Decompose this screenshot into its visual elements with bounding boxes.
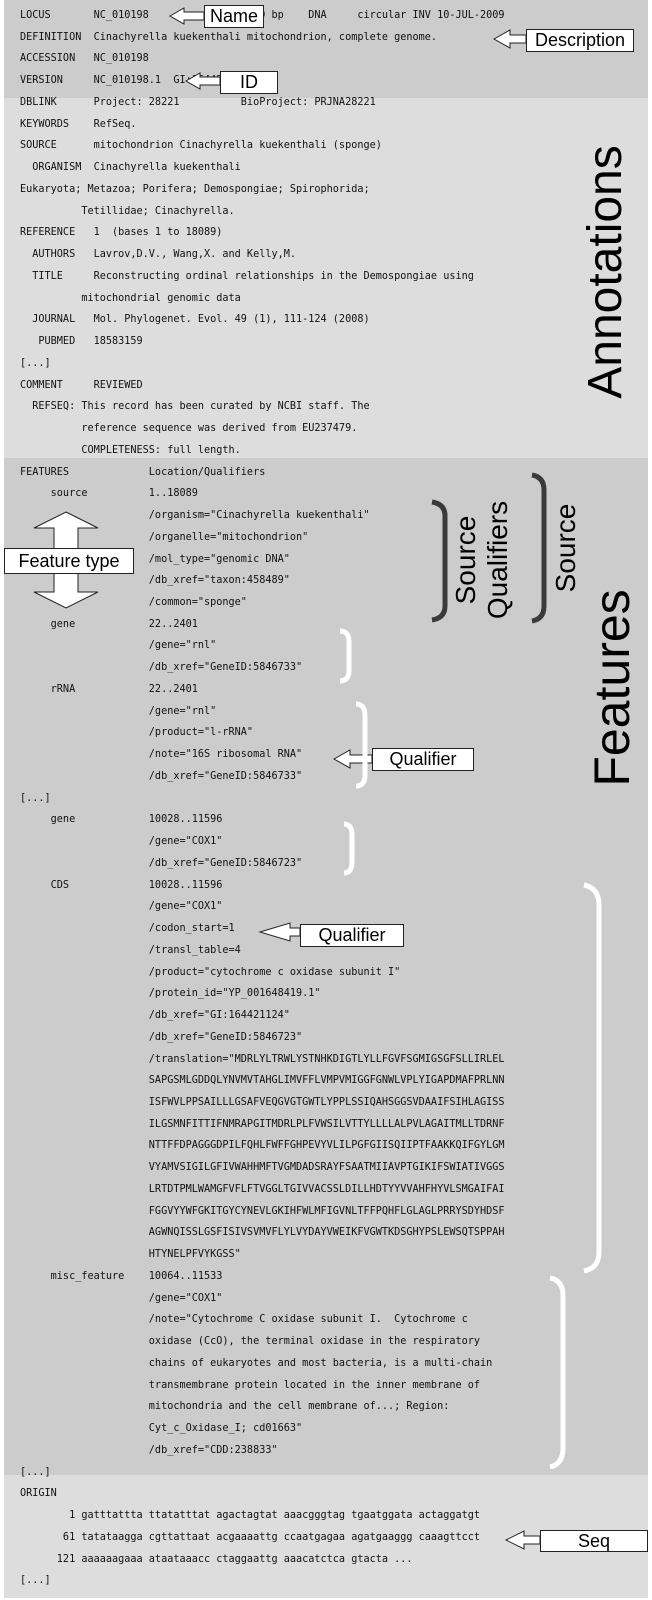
record-line: NTTFFDPAGGGDPILFQHLFWFFGHPEVYVLILPGFGIIS… <box>20 1140 505 1152</box>
record-line: VYAMVSIGILGFIVWAHHMFTVGMDADSRAYFSAATMIIA… <box>20 1162 505 1174</box>
record-line: TITLE Reconstructing ordinal relationshi… <box>20 270 474 282</box>
record-line: CDS 10028..11596 <box>20 879 223 891</box>
record-line: VERSION NC_010198.1 GI:164421118 <box>20 75 247 87</box>
record-line: rRNA 22..2401 <box>20 683 198 695</box>
record-line: /db_xref="GeneID:5846723" <box>20 857 303 869</box>
record-line: HTYNELPFVYKGSS" <box>20 1249 241 1261</box>
record-line: DBLINK Project: 28221 BioProject: PRJNA2… <box>20 96 376 108</box>
features-band <box>4 458 648 1475</box>
record-line: SAPGSMLGDDQLYNVMVTAHGLIMVFFLVMPVMIGGFGNW… <box>20 1075 505 1087</box>
record-line: /db_xref="GI:164421124" <box>20 1010 290 1022</box>
record-line: /db_xref="GeneID:5846733" <box>20 770 303 782</box>
record-line: /gene="rnl" <box>20 705 217 717</box>
record-line: 121 aaaaaagaaa ataataaacc ctaggaattg aaa… <box>20 1553 413 1565</box>
record-line: [...] <box>20 792 51 804</box>
record-line: FGGVYYWFGKITGYCYNEVLGKIHFWLMFIGVNLTFFPQH… <box>20 1205 505 1217</box>
record-line: [...] <box>20 1575 51 1587</box>
record-line: COMMENT REVIEWED <box>20 379 143 391</box>
record-line: /gene="COX1" <box>20 901 223 913</box>
record-line: /note="16S ribosomal RNA" <box>20 749 303 761</box>
seq-callout: Seq <box>540 1530 648 1552</box>
record-line: gene 22..2401 <box>20 618 198 630</box>
qualifier-callout-1: Qualifier <box>372 748 474 771</box>
record-line: /product="l-rRNA" <box>20 727 254 739</box>
record-line: /db_xref="CDD:238833" <box>20 1444 278 1456</box>
record-line: KEYWORDS RefSeq. <box>20 118 137 130</box>
record-line: transmembrane protein located in the inn… <box>20 1379 481 1391</box>
record-line: /db_xref="taxon:458489" <box>20 575 290 587</box>
record-line: REFSEQ: This record has been curated by … <box>20 401 370 413</box>
record-line: ACCESSION NC_010198 <box>20 53 149 65</box>
record-line: /organelle="mitochondrion" <box>20 531 309 543</box>
features-section-label: Features <box>584 589 640 787</box>
record-line: ILGSMNFITTIFNMRAPGITMDRLPLFVWSILVTTYLLLL… <box>20 1118 505 1130</box>
record-line: reference sequence was derived from EU23… <box>20 423 358 435</box>
record-line: JOURNAL Mol. Phylogenet. Evol. 49 (1), 1… <box>20 314 370 326</box>
annotations-band <box>4 98 648 458</box>
record-line: SOURCE mitochondrion Cinachyrella kueken… <box>20 140 382 152</box>
record-line: PUBMED 18583159 <box>20 336 143 348</box>
record-line: /gene="rnl" <box>20 640 217 652</box>
feature-type-callout: Feature type <box>4 548 134 574</box>
record-line: /protein_id="YP_001648419.1" <box>20 988 321 1000</box>
record-line: /mol_type="genomic DNA" <box>20 553 290 565</box>
source-qualifiers-section-label: Source Qualifiers <box>450 500 513 620</box>
record-line: mitochondria and the cell membrane of...… <box>20 1401 450 1413</box>
record-line: /transl_table=4 <box>20 944 241 956</box>
record-line: /common="sponge" <box>20 596 247 608</box>
record-line: 1 gatttattta ttatatttat agactagtat aaacg… <box>20 1510 481 1522</box>
record-line: /translation="MDRLYLTRWLYSTNHKDIGTLYLLFG… <box>20 1053 505 1065</box>
record-line: Tetillidae; Cinachyrella. <box>20 205 235 217</box>
record-line: source 1..18089 <box>20 488 198 500</box>
record-line: LRTDTPMLWAMGFVFLFTVGGLTGIVVACSSLDILLHDTY… <box>20 1183 505 1195</box>
id-callout: ID <box>220 71 278 94</box>
record-line: chains of eukaryotes and most bacteria, … <box>20 1357 493 1369</box>
record-line: FEATURES Location/Qualifiers <box>20 466 266 478</box>
source-section-label: Source <box>550 503 581 593</box>
record-line: /gene="COX1" <box>20 1292 223 1304</box>
record-line: oxidase (CcO), the terminal oxidase in t… <box>20 1336 481 1348</box>
name-callout: Name <box>204 5 264 28</box>
record-line: /note="Cytochrome C oxidase subunit I. C… <box>20 1314 468 1326</box>
record-line: /product="cytochrome c oxidase subunit I… <box>20 966 401 978</box>
record-line: ISFWVLPPSAILLLGSAFVEQGVGTGWTLYPPLSSIQAHS… <box>20 1097 505 1108</box>
record-line: COMPLETENESS: full length. <box>20 444 241 456</box>
record-line: gene 10028..11596 <box>20 814 223 826</box>
record-line: DEFINITION Cinachyrella kuekenthali mito… <box>20 31 438 43</box>
record-line: ORGANISM Cinachyrella kuekenthali <box>20 162 241 174</box>
record-line: Eukaryota; Metazoa; Porifera; Demospongi… <box>20 183 370 195</box>
record-line: ORIGIN <box>20 1488 57 1500</box>
record-line: /db_xref="GeneID:5846733" <box>20 662 303 674</box>
record-line: AGWNQISSLGSFISIVSVMVFLYLVYDAYVWEIKFVGWTK… <box>20 1227 505 1239</box>
record-line: AUTHORS Lavrov,D.V., Wang,X. and Kelly,M… <box>20 249 297 261</box>
record-line: /codon_start=1 <box>20 923 235 935</box>
record-line: mitochondrial genomic data <box>20 292 241 304</box>
record-line: misc_feature 10064..11533 <box>20 1270 223 1282</box>
annotations-section-label: Annotations <box>579 145 632 399</box>
record-line: 61 tatataagga cgttattaat acgaaaattg ccaa… <box>20 1531 481 1543</box>
qualifier-callout-2: Qualifier <box>300 924 404 947</box>
record-line: [...] <box>20 357 51 369</box>
record-line: REFERENCE 1 (bases 1 to 18089) <box>20 227 223 239</box>
record-line: /gene="COX1" <box>20 836 223 848</box>
description-callout: Description <box>526 29 634 52</box>
record-line: /db_xref="GeneID:5846723" <box>20 1031 303 1043</box>
record-line: [...] <box>20 1466 51 1478</box>
record-line: Cyt_c_Oxidase_I; cd01663" <box>20 1423 303 1435</box>
record-line: /organism="Cinachyrella kuekenthali" <box>20 510 370 522</box>
